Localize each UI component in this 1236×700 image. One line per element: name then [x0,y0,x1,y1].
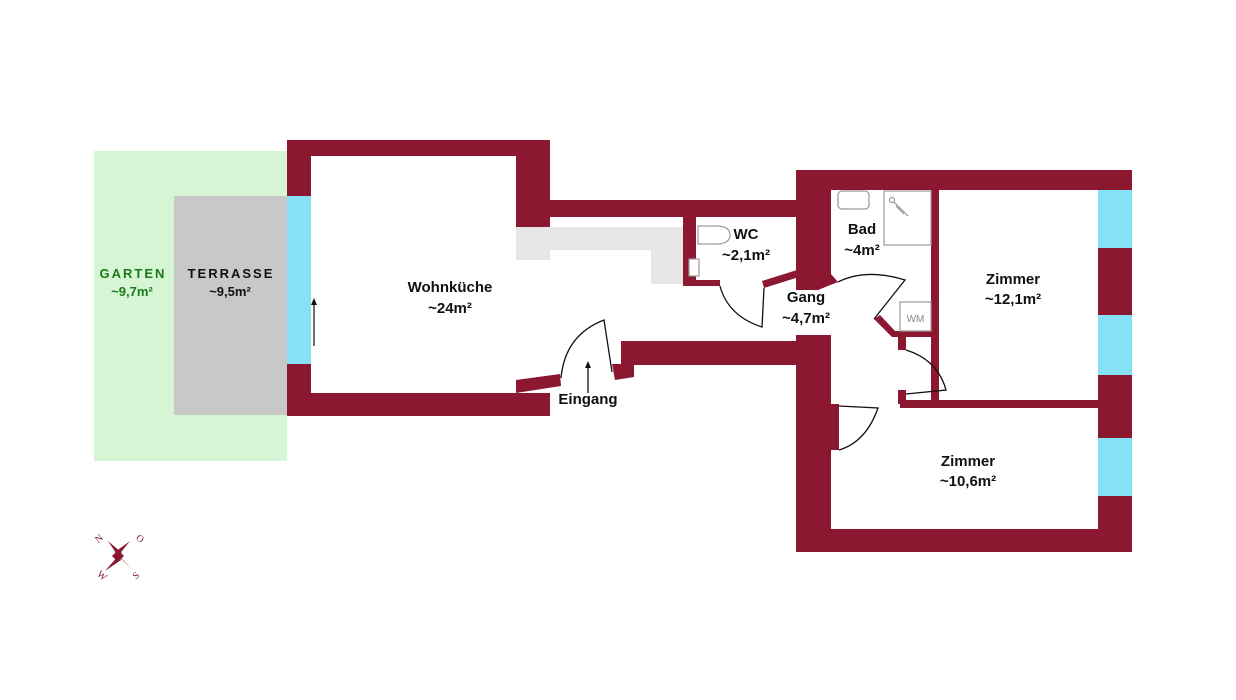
kitchen-counter [516,227,683,284]
compass-n: N [93,533,106,546]
room-bad-area: ~4m² [844,242,879,259]
room-bad-name: Bad [848,221,876,238]
shower-icon [883,190,932,246]
compass-s: S [131,570,142,582]
fixtures: WM [688,190,932,332]
room-wohnkueche-area: ~24m² [428,300,472,317]
room-zimmer1-area: ~12,1m² [985,291,1041,308]
room-gang-area: ~4,7m² [782,310,830,327]
bath-sink-icon [837,190,870,210]
washer-label: WM [907,314,925,325]
room-zimmer2-name: Zimmer [941,453,995,470]
terrace-area [174,196,287,415]
windows [287,190,1132,496]
washing-machine-icon [899,301,932,332]
room-wohnkueche-name: Wohnküche [408,279,493,296]
garden-area-label: ~9,7m² [111,284,153,299]
room-gang-name: Gang [787,289,825,306]
terrace-name: TERRASSE [188,266,275,281]
doors [560,273,947,451]
room-zimmer1-name: Zimmer [986,271,1040,288]
garden-name: GARTEN [100,266,167,281]
entrance-label: Eingang [558,391,617,408]
room-zimmer2-area: ~10,6m² [940,473,996,490]
terrace-area-label: ~9,5m² [209,284,251,299]
compass-rose: N O S W [93,533,146,584]
room-wc-area: ~2,1m² [722,247,770,264]
compass-star-icon [105,541,132,571]
compass-w: W [94,569,109,584]
sink-icon [688,258,700,277]
room-wc-name: WC [734,226,759,243]
walls [287,140,1132,552]
toilet-icon [697,225,731,245]
compass-o: O [133,533,146,546]
